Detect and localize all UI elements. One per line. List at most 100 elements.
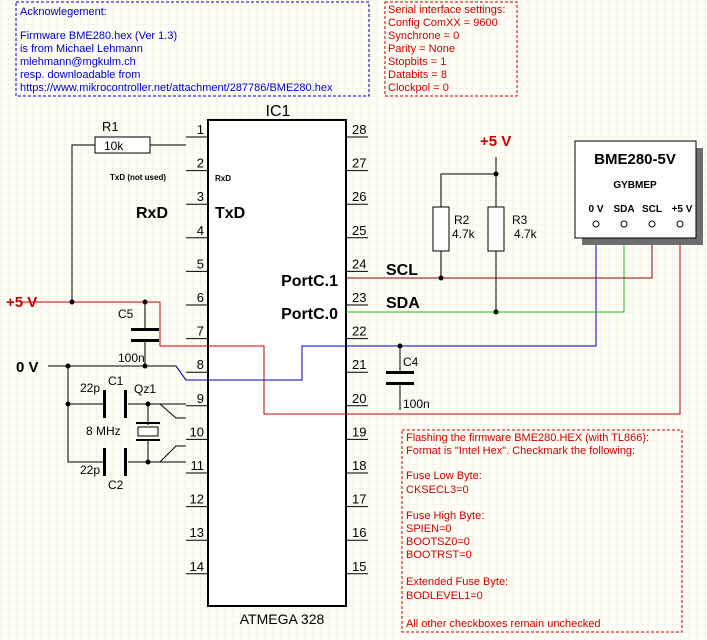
sensor-pin-vcc bbox=[676, 220, 684, 228]
ic-right-pin-number: 20 bbox=[352, 391, 366, 406]
acknowledgement-note: Acknowlegement: Firmware BME280.hex (Ver… bbox=[15, 1, 370, 97]
qz1-crystal: Qz1 8 MHz bbox=[86, 382, 160, 441]
c2-name: C2 bbox=[108, 478, 124, 492]
qz1-name: Qz1 bbox=[134, 382, 156, 396]
c4-name: C4 bbox=[403, 355, 419, 369]
c1-value: 22p bbox=[80, 381, 100, 395]
ic-right-pin-number: 26 bbox=[352, 189, 366, 204]
ic-left-pin-number: 12 bbox=[190, 492, 204, 507]
sensor-pin-sda bbox=[620, 220, 628, 228]
sda-wire bbox=[346, 226, 625, 313]
c5-name: C5 bbox=[118, 307, 134, 321]
ic-part: ATMEGA 328 bbox=[240, 611, 325, 627]
ic-left-pin-number: 1 bbox=[197, 122, 204, 137]
sda-label: SDA bbox=[386, 295, 420, 312]
ic-left-pin-number: 8 bbox=[197, 357, 204, 372]
zero-v-label: 0 V bbox=[16, 359, 39, 376]
flash-line: CKSECL3=0 bbox=[406, 484, 469, 496]
r1-name: R1 bbox=[102, 119, 119, 134]
ic-left-pin-number: 7 bbox=[197, 324, 204, 339]
pin23-inner-label: PortC.0 bbox=[281, 306, 338, 323]
c1-capacitor: 22p C1 bbox=[80, 374, 127, 418]
serial-line: Serial interface settings: bbox=[388, 4, 505, 16]
serial-settings-note: Serial interface settings: Config ComXX … bbox=[384, 1, 518, 97]
ack-url: https://www.mikrocontroller.net/attachme… bbox=[20, 82, 333, 94]
ic-left-pin-number: 11 bbox=[191, 458, 205, 473]
r1-value: 10k bbox=[104, 139, 124, 153]
ic-left-pin-number: 5 bbox=[197, 256, 204, 271]
ic-right-pin-number: 23 bbox=[352, 290, 366, 305]
ic-right-pin-number: 16 bbox=[352, 525, 366, 540]
ic-left-pin-number: 2 bbox=[197, 156, 204, 171]
flash-line: Flashing the firmware BME280.HEX (with T… bbox=[406, 432, 649, 444]
rxd-label: RxD bbox=[136, 205, 168, 222]
c1-name: C1 bbox=[108, 374, 124, 388]
ic-name: IC1 bbox=[266, 103, 291, 120]
serial-line: Config ComXX = 9600 bbox=[388, 17, 498, 29]
sensor-title: BME280-5V bbox=[594, 151, 676, 168]
plus5-left-label: +5 V bbox=[6, 294, 37, 311]
ic1-atmega328: IC1 ATMEGA 328 1234567891011121314282726… bbox=[186, 103, 368, 627]
pin3-inner-label: TxD bbox=[215, 205, 245, 222]
junction-dots bbox=[65, 171, 499, 465]
flash-line: Format is "Intel Hex". Checkmark the fol… bbox=[406, 445, 635, 457]
c4-value: 100n bbox=[403, 397, 430, 411]
ack-line: mlehmann@mgkulm.ch bbox=[20, 56, 136, 68]
flash-line: Fuse High Byte: bbox=[406, 510, 484, 522]
ground-sensor-wire bbox=[175, 226, 597, 381]
ic-right-pin-number: 19 bbox=[352, 424, 366, 439]
c5-value: 100n bbox=[118, 351, 145, 365]
serial-line: Databits = 8 bbox=[388, 69, 447, 81]
ic-right-pin-number: 25 bbox=[352, 223, 366, 238]
r3-value: 4.7k bbox=[514, 227, 538, 241]
c4-capacitor: C4 100n bbox=[386, 355, 430, 411]
ic-left-pin-number: 9 bbox=[197, 391, 204, 406]
plus5-sensor-wire bbox=[160, 226, 681, 415]
ic-right-pin-number: 18 bbox=[352, 458, 366, 473]
serial-line: Clockpol = 0 bbox=[388, 82, 449, 94]
sensor-pin-scl-label: SCL bbox=[642, 204, 662, 215]
sensor-pin-vcc-label: +5 V bbox=[672, 204, 693, 215]
txd-not-used-label: TxD (not used) bbox=[110, 173, 166, 182]
serial-line: Synchrone = 0 bbox=[388, 30, 459, 42]
ic-left-pin-number: 6 bbox=[197, 290, 204, 305]
c2-value: 22p bbox=[80, 463, 100, 477]
r3-name: R3 bbox=[512, 213, 528, 227]
plus5-top-label: +5 V bbox=[480, 133, 511, 150]
sensor-pin-scl bbox=[648, 220, 656, 228]
ack-line: Acknowlegement: bbox=[20, 6, 107, 18]
scl-label: SCL bbox=[386, 262, 418, 279]
flash-line: BOOTSZ0=0 bbox=[406, 536, 470, 548]
ic-right-pin-number: 17 bbox=[352, 492, 366, 507]
ic-left-pin-number: 14 bbox=[190, 559, 204, 574]
flash-line: SPIEN=0 bbox=[406, 523, 452, 535]
qz1-value: 8 MHz bbox=[86, 424, 121, 438]
r2-resistor: R2 4.7k bbox=[432, 206, 476, 252]
flash-line: BOOTRST=0 bbox=[406, 549, 472, 561]
c5-capacitor: C5 100n bbox=[118, 307, 159, 365]
ic-right-pin-number: 15 bbox=[352, 559, 366, 574]
pin24-inner-label: PortC.1 bbox=[281, 273, 338, 290]
sensor-pin-sda-label: SDA bbox=[613, 204, 634, 215]
serial-line: Parity = None bbox=[388, 43, 455, 55]
ack-line: is from Michael Lehmann bbox=[20, 43, 143, 55]
r3-resistor: R3 4.7k bbox=[487, 206, 538, 252]
sensor-subtitle: GYBMEP bbox=[613, 180, 657, 191]
ic-left-pin-number: 13 bbox=[190, 525, 204, 540]
r2-value: 4.7k bbox=[452, 227, 476, 241]
ic-right-pin-number: 21 bbox=[352, 357, 366, 372]
ic-body bbox=[207, 119, 347, 607]
ic-left-pin-number: 4 bbox=[197, 223, 204, 238]
pin2-inner-label: RxD bbox=[215, 174, 231, 183]
ic-right-pin-number: 22 bbox=[352, 324, 366, 339]
serial-line: Stopbits = 1 bbox=[388, 56, 446, 68]
sensor-pin-gnd bbox=[592, 220, 600, 228]
bme280-sensor-module: BME280-5V GYBMEP 0 V SDA SCL +5 V bbox=[574, 140, 703, 245]
c2-capacitor: 22p C2 bbox=[80, 448, 127, 492]
r1-resistor: R1 10k bbox=[94, 119, 151, 154]
flash-line: Fuse Low Byte: bbox=[406, 470, 482, 482]
ic-right-pin-number: 27 bbox=[352, 156, 366, 171]
sensor-pin-gnd-label: 0 V bbox=[588, 204, 603, 215]
